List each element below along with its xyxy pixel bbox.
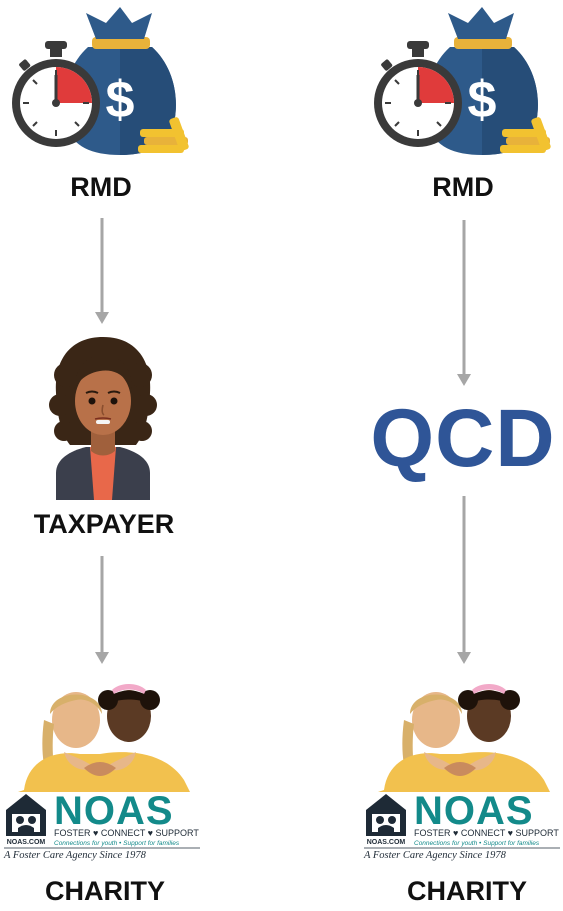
- svg-text:NOAS.COM: NOAS.COM: [7, 839, 46, 846]
- svg-text:Connections for youth • Suppor: Connections for youth • Support for fami…: [54, 840, 180, 847]
- arrow-down-icon: [95, 218, 109, 324]
- svg-text:$: $: [468, 71, 497, 129]
- svg-text:FOSTER ♥ CONNECT ♥ SUPPORT: FOSTER ♥ CONNECT ♥ SUPPORT: [54, 828, 199, 838]
- arrow-down-icon: [95, 556, 109, 664]
- svg-text:FOSTER ♥ CONNECT ♥ SUPPORT: FOSTER ♥ CONNECT ♥ SUPPORT: [414, 828, 559, 838]
- money-bag-stopwatch-icon: $: [10, 5, 200, 160]
- rmd-label: RMD: [70, 172, 132, 202]
- charity-logo-image: NOAS.COM NOAS FOSTER ♥ CONNECT ♥ SUPPORT…: [3, 680, 204, 861]
- money-bag-stopwatch-icon: $: [372, 5, 562, 160]
- taxpayer-label: TAXPAYER: [33, 509, 175, 539]
- taxpayer-avatar-icon: [49, 337, 157, 500]
- svg-text:Connections for youth • Suppor: Connections for youth • Support for fami…: [414, 840, 540, 847]
- charity-label: CHARITY: [45, 876, 165, 906]
- rmd-label: RMD: [432, 172, 494, 202]
- charity-logo-image: NOAS.COM NOAS FOSTER ♥ CONNECT ♥ SUPPORT…: [363, 680, 563, 861]
- svg-text:NOAS: NOAS: [54, 789, 174, 833]
- arrow-down-icon: [457, 220, 471, 386]
- svg-text:NOAS: NOAS: [414, 789, 534, 833]
- arrow-down-icon: [457, 496, 471, 664]
- svg-text:A Foster Care Agency Since 197: A Foster Care Agency Since 1978: [363, 850, 507, 861]
- charity-label: CHARITY: [407, 876, 527, 906]
- svg-text:A Foster Care Agency Since 197: A Foster Care Agency Since 1978: [3, 850, 147, 861]
- qcd-label: QCD: [370, 393, 556, 484]
- svg-text:$: $: [106, 71, 135, 129]
- svg-text:NOAS.COM: NOAS.COM: [367, 839, 406, 846]
